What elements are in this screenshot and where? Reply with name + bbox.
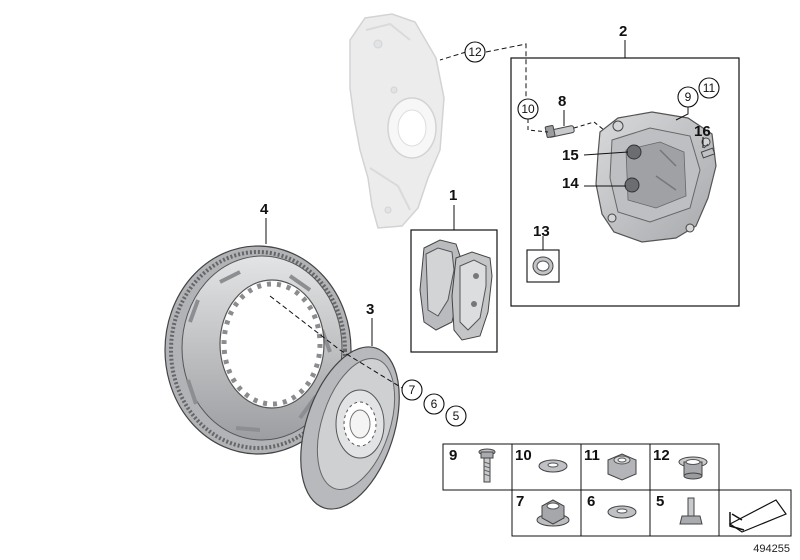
disc-leader-lines (269, 295, 403, 389)
callout-5: 5 (453, 409, 460, 423)
callout-9-circle (677, 86, 699, 108)
flange-nut-icon (536, 499, 570, 527)
collar-nut-icon (607, 453, 637, 481)
diagram-number: 494255 (753, 543, 790, 555)
bushing-icon (678, 456, 708, 480)
callout-1: 1 (449, 187, 457, 204)
callout-14: 14 (562, 175, 579, 192)
brake-pads-illustration (419, 239, 493, 341)
hardware-legend: 9 10 11 12 7 6 5 (442, 443, 792, 537)
legend-label-7: 7 (516, 493, 524, 510)
legend-label-10: 10 (515, 447, 532, 464)
callout-15: 15 (562, 147, 579, 164)
callout-7: 7 (409, 383, 416, 397)
callout-7-circle (401, 379, 423, 401)
pin-icon (679, 497, 703, 525)
callout-12-circle (464, 41, 486, 63)
callout-3: 3 (366, 301, 374, 318)
callouts: 1 2 3 4 8 13 14 15 16 12 10 9 11 7 6 5 (260, 23, 720, 427)
caliper-screw-illustration (544, 110, 575, 139)
callout-6-circle (423, 393, 445, 415)
callout-12: 12 (468, 45, 482, 59)
callout-9: 9 (685, 90, 692, 104)
arrow-icon (728, 499, 787, 533)
disc-carrier-illustration (300, 318, 400, 510)
callout-5-circle (445, 405, 467, 427)
callout-6: 6 (431, 397, 438, 411)
steering-knuckle-illustration (349, 13, 445, 229)
callout-16: 16 (694, 123, 711, 140)
callout-11: 11 (703, 81, 716, 95)
washer-icon (538, 459, 568, 473)
callout-8: 8 (558, 93, 566, 110)
legend-label-9: 9 (449, 447, 457, 464)
callout-4: 4 (260, 201, 269, 218)
callout-11-circle (698, 77, 720, 99)
legend-label-6: 6 (587, 493, 595, 510)
legend-label-12: 12 (653, 447, 670, 464)
callout-10-circle (517, 98, 539, 120)
mounting-leader-lines (439, 43, 527, 98)
washer-icon (607, 505, 637, 519)
brake-pads-frame (410, 205, 498, 353)
caliper-assembly-frame (510, 40, 740, 307)
legend-label-5: 5 (656, 493, 664, 510)
callout-10: 10 (521, 102, 535, 116)
bleeder-screw-illustration (700, 143, 716, 159)
brake-disc-illustration (164, 218, 352, 455)
brake-caliper-illustration (595, 111, 717, 243)
caliper-leader-lines (527, 104, 704, 187)
callout-13: 13 (533, 223, 550, 240)
legend-label-11: 11 (584, 447, 600, 464)
callout-2: 2 (619, 23, 627, 40)
seal-ring-illustration (526, 236, 560, 283)
bolt-icon (478, 448, 496, 483)
